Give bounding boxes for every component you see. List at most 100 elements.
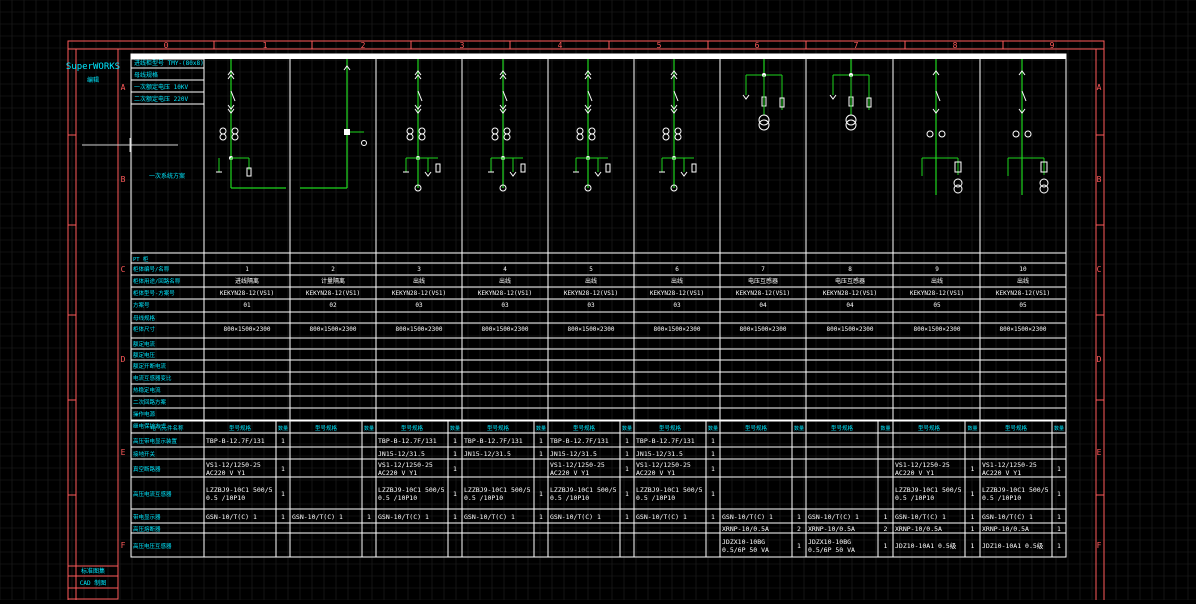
header-item: 进线柜型号 TMY-(80x8) [134,59,204,67]
equip-row-label: 带电显示器 [133,513,161,521]
arrow-icon [424,171,432,177]
header-item: 一次额定电压 10KV [134,83,188,91]
param-value: 3 [417,266,421,273]
ct-icon [926,130,934,138]
arrow-icon [227,104,235,110]
param-value: KEKYN28-12(VS1) [736,290,790,297]
equip-qty: 1 [539,513,543,521]
column-label: 9 [1050,41,1055,50]
ct-icon [219,127,227,135]
row-label: B [121,175,126,184]
arrow-icon [227,108,235,114]
equip-col-header: 型号规格 [487,424,510,432]
title-strip [67,48,119,600]
equip-qty: 1 [711,513,715,521]
equip-qty: 1 [1057,465,1061,473]
param-label: 柜体用途/回路名称 [133,277,181,285]
brand-subtitle: 编辑 [87,76,99,84]
arrow-icon [932,70,940,76]
pt-icon [758,114,770,126]
pt-icon [1039,184,1049,194]
param-value: 01 [243,302,251,309]
equip-qty: 1 [1057,490,1061,498]
param-value: 出线 [1017,277,1029,285]
inner-border [75,48,1097,604]
side-label: 一次系统方案 [149,172,185,180]
pt-icon [953,184,963,194]
equip-row-label: 接地开关 [133,450,156,458]
arrow-icon [227,70,235,76]
param-label: 方案号 [133,301,150,309]
equip-spec: XRNP-10/0.5A [895,525,942,533]
ct-icon [1012,130,1020,138]
column-label: 1 [263,41,268,50]
row-label: A [121,83,126,92]
qty-header: 数量 [1054,425,1064,432]
param-value: 1 [245,266,249,273]
param-value: 7 [761,266,765,273]
equip-qty: 1 [453,450,457,458]
pt-icon [845,114,857,126]
equip-spec: JN15-12/31.5 [636,450,683,458]
equip-spec: XRNP-10/0.5A [722,525,769,533]
column-label: 2 [361,41,366,50]
arrow-icon [829,94,837,100]
equip-qty: 1 [797,542,801,550]
arrow-icon [670,108,678,114]
qty-header: 数量 [967,425,977,432]
row-label: B [1097,175,1102,184]
equip-qty: 1 [711,437,715,445]
param-value: 800×1500×2300 [740,326,787,333]
param-value: KEKYN28-12(VS1) [564,290,618,297]
param-value: KEKYN28-12(VS1) [823,290,877,297]
param-label: 额定电压 [133,351,156,359]
param-label: 二次回路方案 [133,398,167,406]
breaker-icon [935,90,941,102]
param-value: 出线 [413,277,425,285]
equip-row-label: 高压电压互感器 [133,542,172,550]
param-value: 800×1500×2300 [914,326,961,333]
param-value: 800×1500×2300 [654,326,701,333]
equip-qty: 1 [281,513,285,521]
arrester-icon [246,167,252,177]
pt-icon [1039,178,1049,188]
ct-icon [674,133,682,141]
breaker-icon [1021,90,1027,102]
qty-header: 数量 [794,425,804,432]
param-value: 05 [1019,302,1027,309]
param-value: 出线 [499,277,511,285]
equip-spec: GSN-10/T(C) 1 [722,513,773,521]
arrow-icon [670,74,678,80]
param-label: 热稳定电流 [133,386,161,394]
param-label: 额定电流 [133,340,156,348]
param-value: 04 [759,302,767,309]
equip-col-header: 型号规格 [315,424,338,432]
equip-spec: JDZ10-10A1 0.5级 [895,541,957,550]
param-label: 操作电源 [133,410,156,418]
arrow-icon [499,104,507,110]
equip-col-header: 型号规格 [401,424,424,432]
arrow-icon [584,70,592,76]
equip-spec: JN15-12/31.5 [378,450,425,458]
equip-spec: JN15-12/31.5 [464,450,511,458]
fuse-icon [954,161,962,173]
ground-icon [361,140,367,146]
equip-qty: 1 [711,450,715,458]
arrester-icon [691,163,697,173]
param-value: 04 [846,302,854,309]
arrester-icon [605,163,611,173]
ct-icon [662,127,670,135]
param-value: 800×1500×2300 [396,326,443,333]
equip-col-header: 型号规格 [831,424,854,432]
arrow-icon [414,74,422,80]
fuse-icon [1040,161,1048,173]
param-value: 800×1500×2300 [224,326,271,333]
param-value: 电压互感器 [748,277,778,285]
param-value: 02 [329,302,337,309]
param-value: 4 [503,266,507,273]
arrow-icon [227,74,235,80]
param-value: 5 [589,266,593,273]
column-label: 6 [755,41,760,50]
